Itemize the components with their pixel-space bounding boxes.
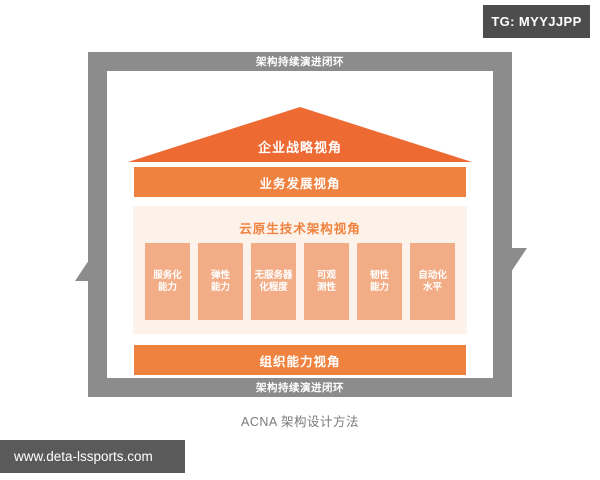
loop-frame-right: [493, 52, 512, 397]
capability-box: 无服务器化程度: [251, 243, 296, 320]
loop-frame-bottom: [88, 378, 512, 397]
business-development-label: 业务发展视角: [259, 176, 341, 191]
tg-badge: TG: MYYJJPP: [483, 5, 590, 38]
capability-box: 自动化水平: [410, 243, 455, 320]
site-watermark: www.deta-lssports.com: [0, 440, 185, 473]
capability-box: 服务化能力: [145, 243, 190, 320]
organization-capability-band: 组织能力视角: [133, 344, 467, 376]
diagram-caption: ACNA 架构设计方法: [240, 415, 359, 429]
roof-label: 企业战略视角: [257, 140, 342, 155]
loop-bottom-label: 架构持续演进闭环: [256, 382, 344, 394]
cloud-native-title: 云原生技术架构视角: [239, 222, 361, 236]
site-watermark-label: www.deta-lssports.com: [14, 449, 153, 464]
capability-box: 弹性能力: [198, 243, 243, 320]
roof-triangle-shape: [128, 107, 472, 162]
organization-capability-label: 组织能力视角: [259, 354, 341, 369]
diagram-interior: 企业战略视角 业务发展视角 云原生技术架构视角 服务化能力 弹性能力 无服务器化…: [107, 71, 493, 378]
loop-frame-left: [88, 52, 107, 397]
acna-architecture-diagram: 企业战略视角 业务发展视角 云原生技术架构视角 服务化能力 弹性能力 无服务器化…: [75, 52, 527, 397]
enterprise-strategy-roof: 企业战略视角: [128, 107, 472, 162]
loop-frame-top: [88, 52, 512, 71]
capability-box: 可观测性: [304, 243, 349, 320]
capability-box-row: 服务化能力 弹性能力 无服务器化程度 可观测性 韧性能力 自动化水平: [145, 243, 455, 320]
capability-box: 韧性能力: [357, 243, 402, 320]
business-development-band: 业务发展视角: [133, 166, 467, 198]
loop-top-label: 架构持续演进闭环: [256, 56, 344, 68]
cloud-native-section: 云原生技术架构视角 服务化能力 弹性能力 无服务器化程度 可观测性 韧性能力 自…: [133, 206, 467, 334]
tg-badge-label: TG: MYYJJPP: [491, 14, 582, 29]
